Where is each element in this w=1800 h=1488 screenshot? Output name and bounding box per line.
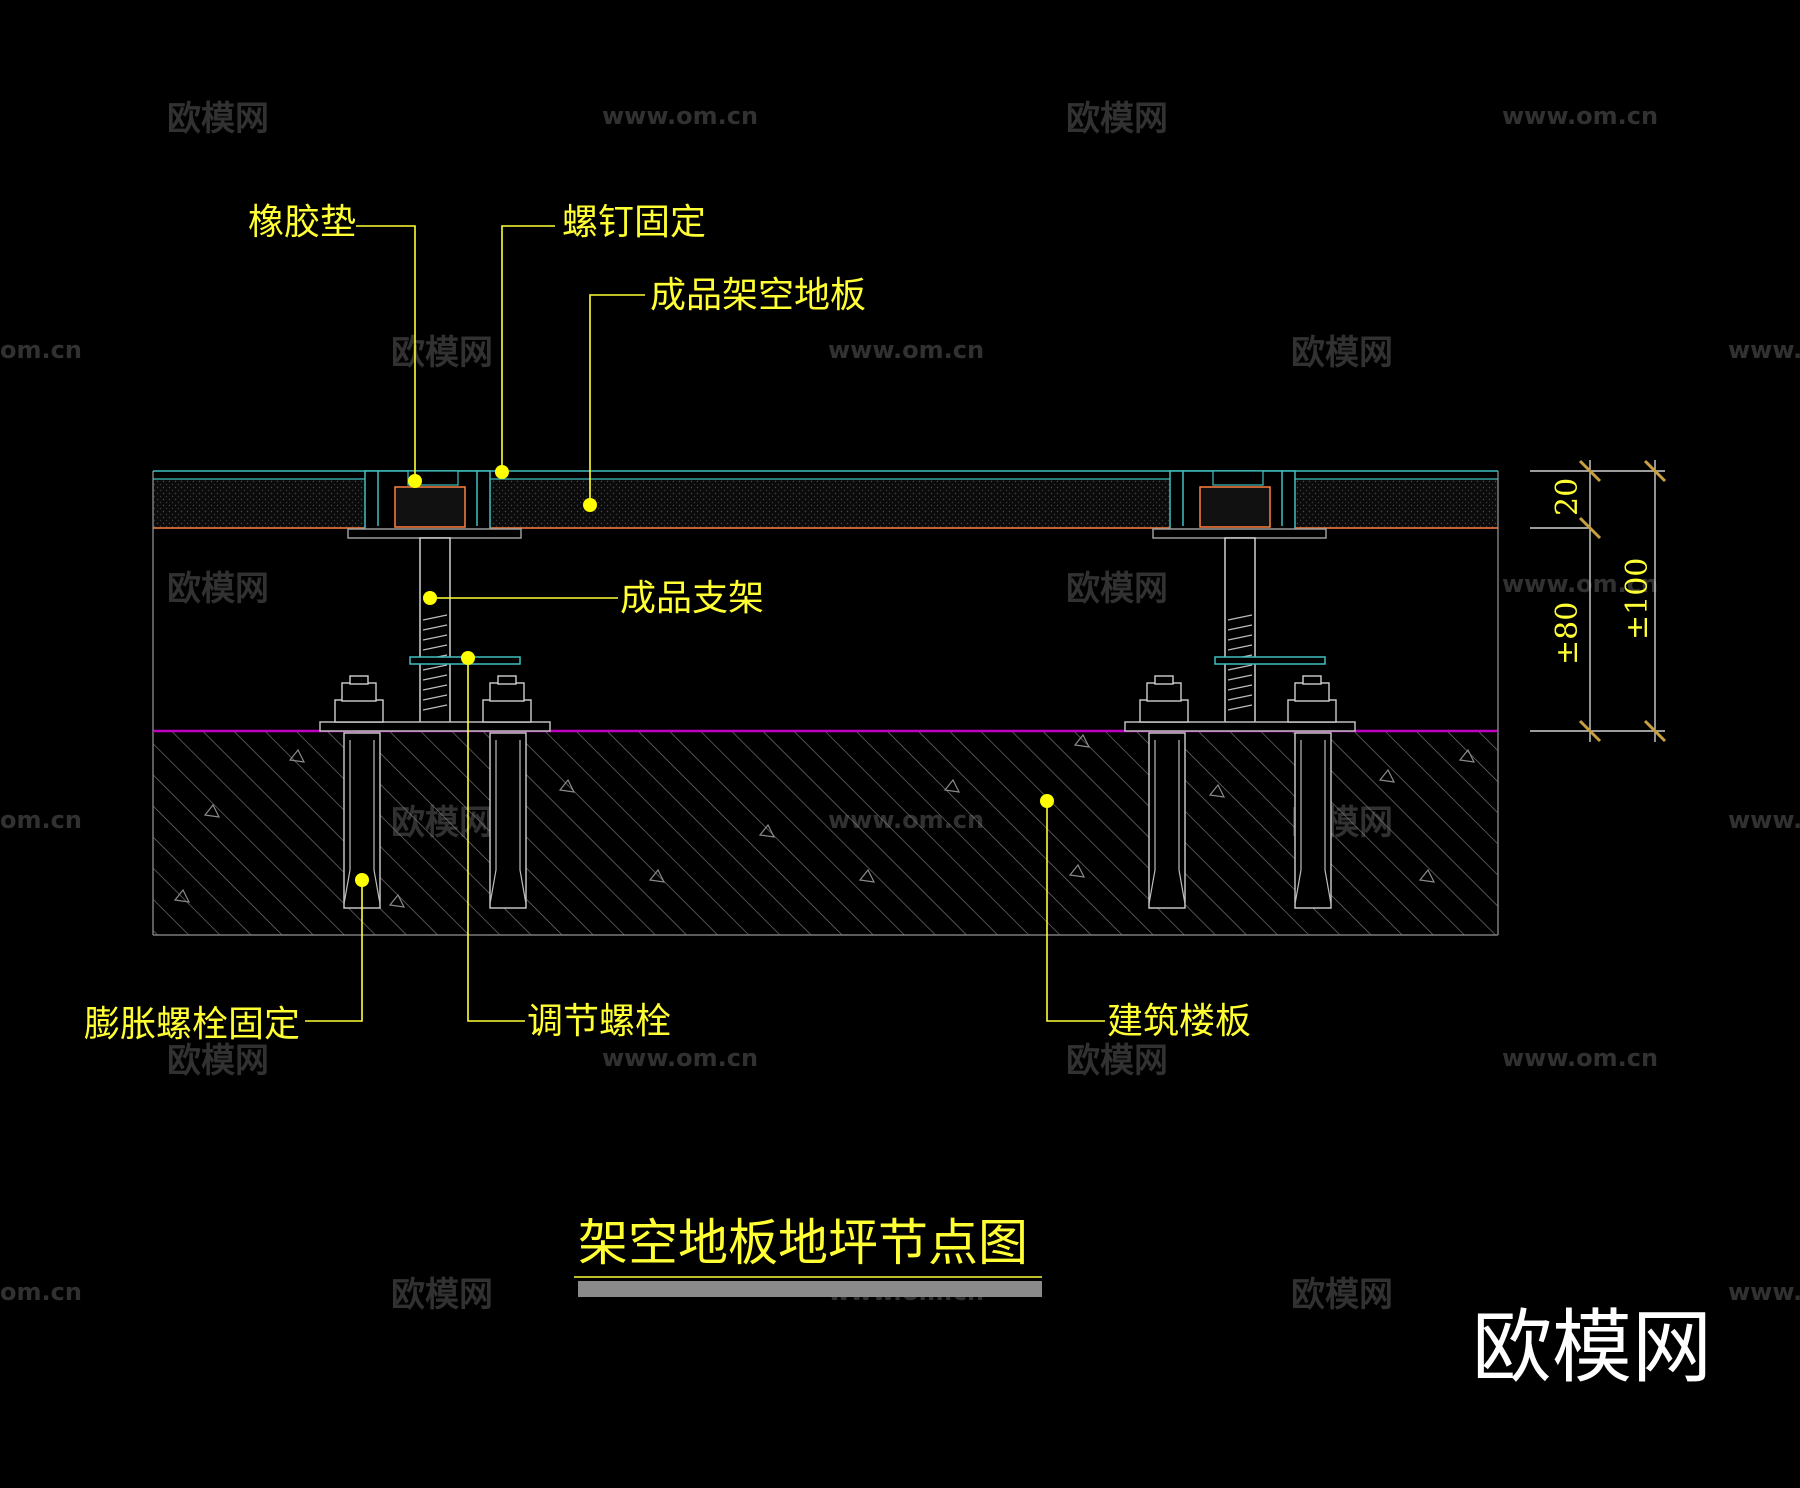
dimension-lines <box>1530 460 1665 742</box>
aggregate-marks <box>173 733 1476 908</box>
expansion-bolt-right-b <box>1287 675 1337 909</box>
label-adjust-bolt: 调节螺栓 <box>527 1001 671 1042</box>
watermark-url: www. <box>1728 336 1800 364</box>
dot-rubber-pad <box>408 474 422 488</box>
label-raised-floor-panel: 成品架空地板 <box>650 275 866 316</box>
watermark-url: om.cn <box>0 806 82 834</box>
expansion-bolt-left-b <box>482 675 532 909</box>
pedestal-right <box>1124 470 1356 909</box>
label-building-slab: 建筑楼板 <box>1107 1001 1251 1042</box>
watermark-logo: 欧模网 <box>167 569 269 609</box>
watermark-logo: 欧模网 <box>1066 569 1168 609</box>
watermark-url: www.om.cn <box>1502 1044 1658 1072</box>
watermark-url: www. <box>1728 1278 1800 1306</box>
watermark-logo: 欧模网 <box>1066 99 1168 139</box>
leader-dots <box>355 465 1054 887</box>
watermark-logo: 欧模网 <box>167 99 269 139</box>
label-screw-fix: 螺钉固定 <box>562 202 706 243</box>
dot-support-stand <box>423 591 437 605</box>
watermark-logo: 欧模网 <box>391 333 493 373</box>
title-underline-bar <box>578 1281 1042 1297</box>
expansion-bolt-left-a <box>334 675 384 909</box>
pedestal-left <box>319 470 551 909</box>
watermark-logo: 欧模网 <box>167 1041 269 1081</box>
dim-total-height: ±100 <box>1620 558 1655 640</box>
label-support-stand: 成品支架 <box>620 578 764 619</box>
watermark-url: www.om.cn <box>602 102 758 130</box>
watermark-url: www.om.cn <box>828 336 984 364</box>
brand-logo: 欧模网 <box>1472 1301 1712 1394</box>
watermark-url: om.cn <box>0 1278 82 1306</box>
dot-floor-panel <box>583 498 597 512</box>
dimension-ticks <box>1578 459 1667 743</box>
dim-support-height: ±80 <box>1550 602 1585 665</box>
watermark-logo: 欧模网 <box>391 1275 493 1315</box>
watermark-logo: 欧模网 <box>1066 1041 1168 1081</box>
watermarks: 欧模网 www.om.cn 欧模网 www.om.cn om.cn 欧模网 ww… <box>0 99 1800 1315</box>
leader-lines <box>305 225 1105 1022</box>
watermark-url: om.cn <box>0 336 82 364</box>
watermark-logo: 欧模网 <box>1291 1275 1393 1315</box>
dot-screw-fix <box>495 465 509 479</box>
drawing-title: 架空地板地坪节点图 <box>578 1214 1028 1272</box>
dot-adjust-bolt <box>461 651 475 665</box>
watermark-url: www.om.cn <box>1502 102 1658 130</box>
label-rubber-pad: 橡胶垫 <box>248 202 356 243</box>
label-expansion-bolt: 膨胀螺栓固定 <box>84 1004 300 1045</box>
expansion-bolt-right-a <box>1139 675 1189 909</box>
dot-building-slab <box>1040 794 1054 808</box>
dim-panel-thickness: 20 <box>1550 478 1585 516</box>
watermark-url: www. <box>1728 806 1800 834</box>
watermark-url: www.om.cn <box>1502 570 1658 598</box>
watermark-url: www.om.cn <box>602 1044 758 1072</box>
watermark-logo: 欧模网 <box>1291 333 1393 373</box>
dot-expansion-bolt <box>355 873 369 887</box>
